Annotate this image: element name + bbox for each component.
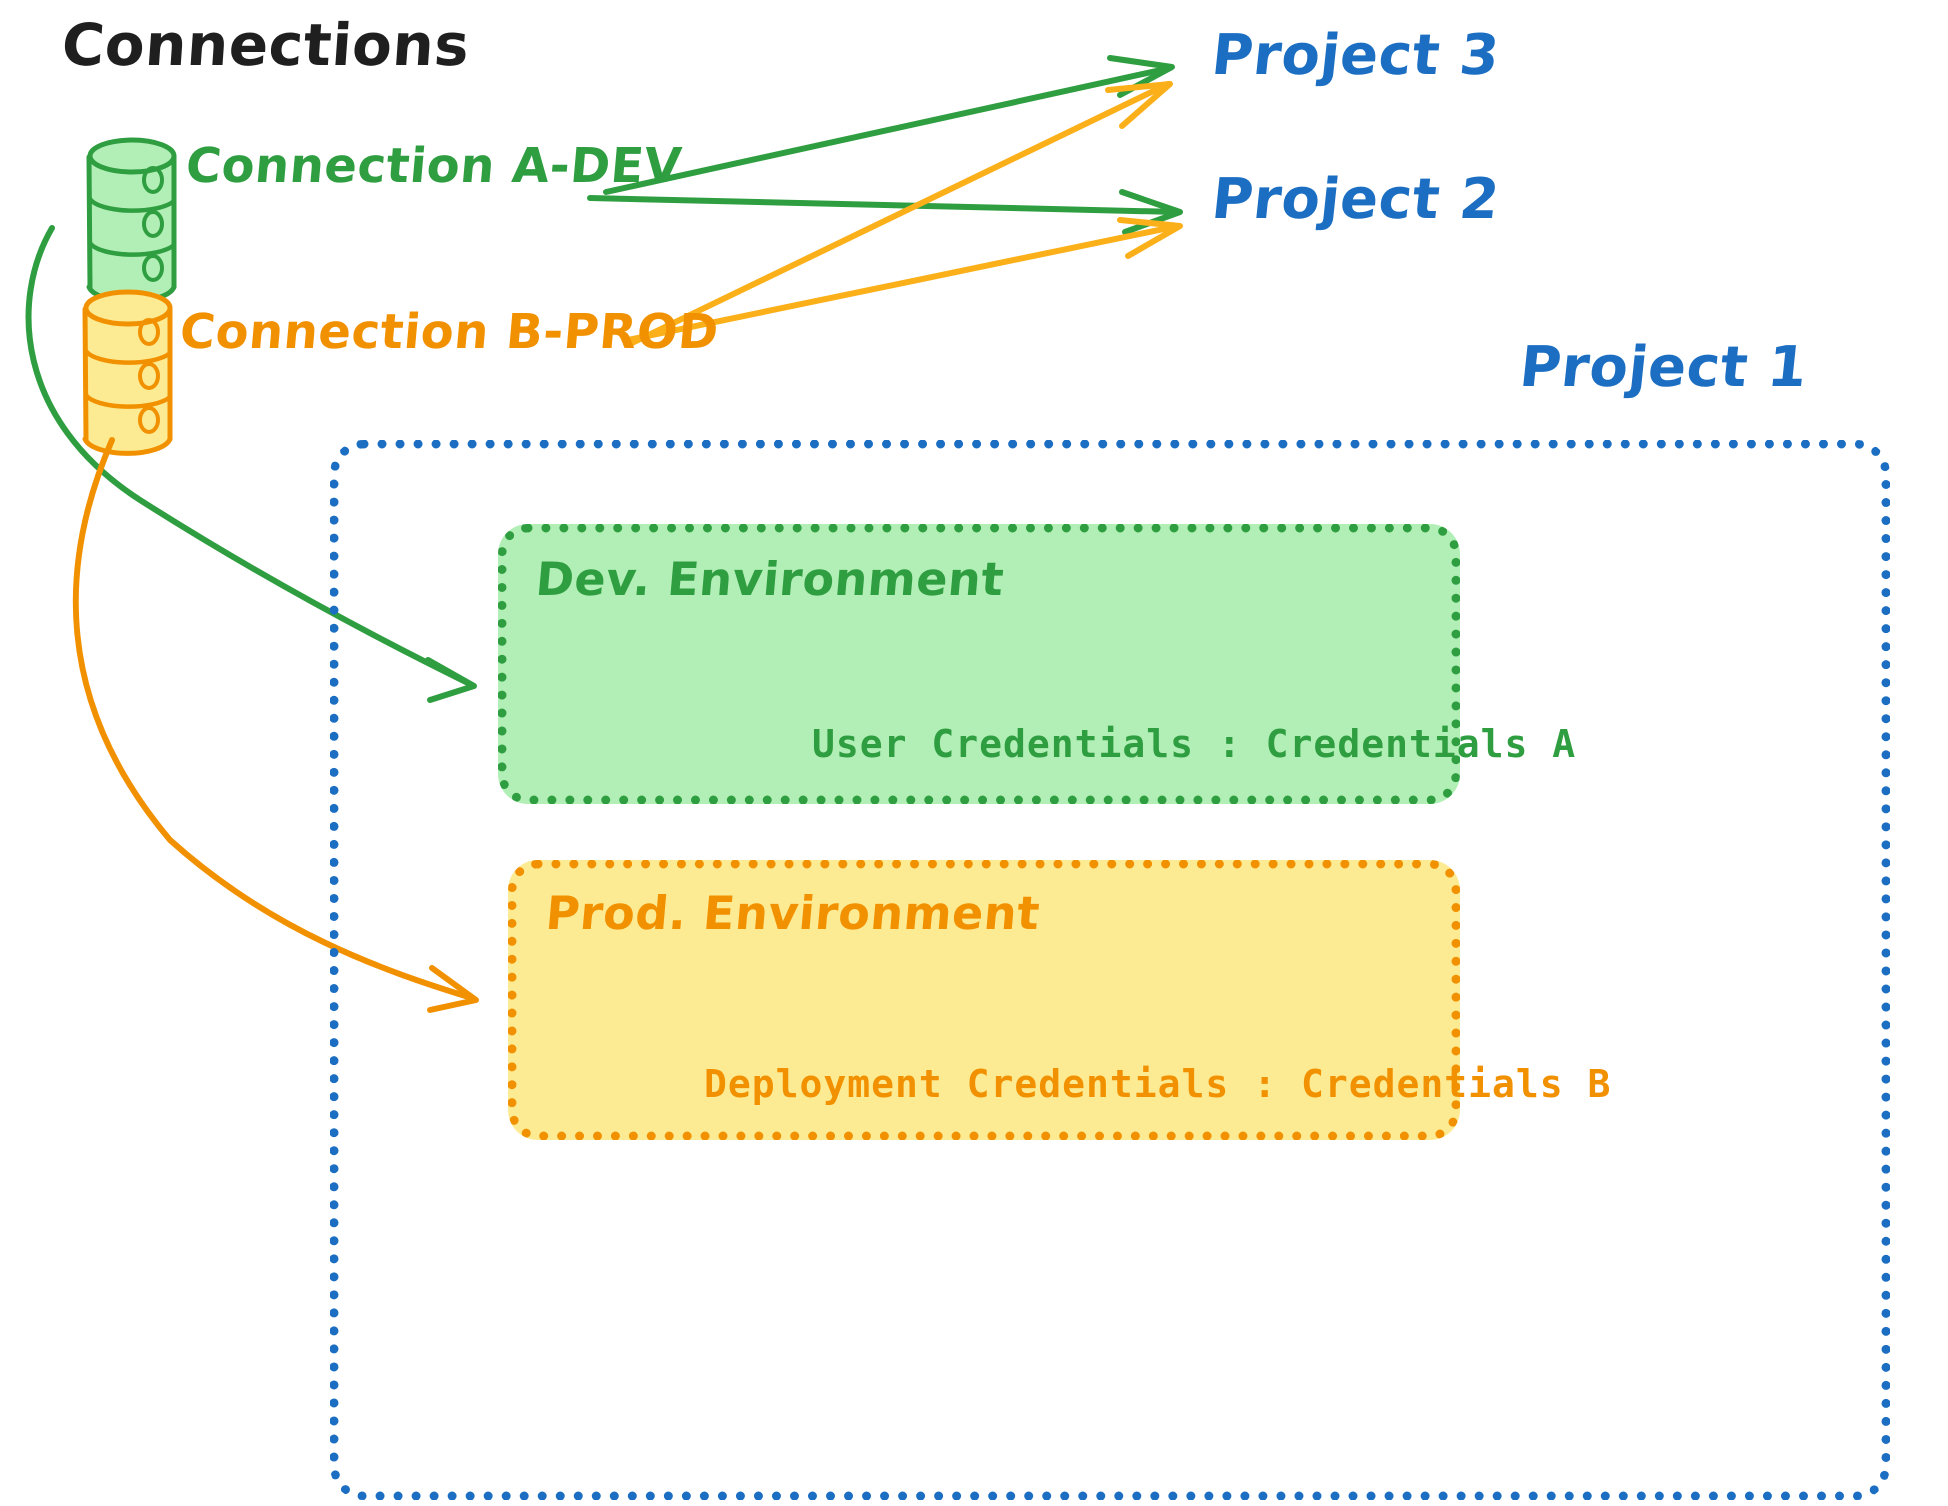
arrow-conn-a-to-project-3 — [603, 55, 1175, 195]
connection-a-dev-label[interactable]: Connection A-DEV — [183, 138, 685, 194]
connection-b-prod-label[interactable]: Connection B-PROD — [177, 304, 722, 360]
project-1-label[interactable]: Project 1 — [1516, 335, 1811, 400]
arrow-conn-a-to-project-2 — [587, 189, 1183, 235]
database-cylinder-icon-orange[interactable] — [82, 289, 173, 456]
project-2-label[interactable]: Project 2 — [1208, 167, 1503, 232]
dev-environment-box[interactable] — [498, 524, 1460, 804]
database-cylinder-icon-green[interactable] — [86, 137, 177, 304]
project-3-label[interactable]: Project 3 — [1208, 23, 1503, 88]
diagram-title: Connections — [59, 11, 472, 79]
prod-environment-title: Prod. Environment — [543, 886, 1043, 940]
dev-environment-credentials: User Credentials : Credentials A — [812, 722, 1577, 766]
project-1-boundary-box — [330, 440, 1890, 1500]
prod-environment-credentials: Deployment Credentials : Credentials B — [704, 1062, 1612, 1106]
prod-environment-box[interactable] — [508, 860, 1460, 1140]
dev-environment-title: Dev. Environment — [533, 552, 1007, 606]
